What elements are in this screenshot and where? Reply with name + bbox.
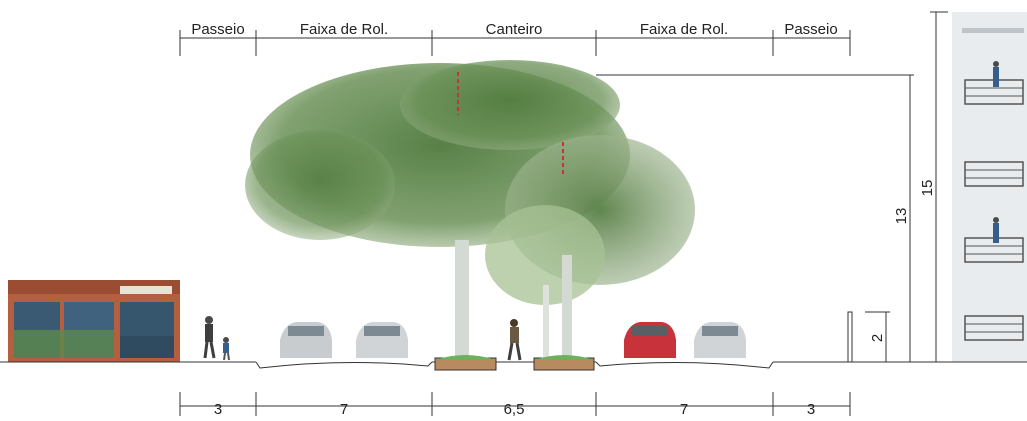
- storefront-icon: [8, 280, 180, 362]
- tree-height-label: 13: [893, 208, 910, 225]
- wall-height-label: 2: [869, 334, 886, 342]
- width-label-canteiro: 6,5: [504, 401, 525, 418]
- section-widths: 3 7 6,5 7 3: [179, 392, 851, 418]
- building-height-dimension: 15: [919, 11, 948, 362]
- section-label-faixa-left: Faixa de Rol.: [300, 21, 388, 38]
- tree-height-dimension: 13: [596, 74, 914, 362]
- section-label-faixa-right: Faixa de Rol.: [640, 21, 728, 38]
- wall-icon: 2: [847, 311, 890, 363]
- building-with-balconies-icon: [952, 12, 1027, 362]
- width-label-faixa-left: 7: [340, 401, 348, 418]
- width-label-passeio-left: 3: [214, 401, 222, 418]
- ground-profile: [0, 361, 1027, 369]
- car-icon: [280, 322, 746, 358]
- section-header: Passeio Faixa de Rol. Canteiro Faixa de …: [179, 21, 851, 56]
- section-label-passeio-right: Passeio: [784, 21, 837, 38]
- section-label-passeio-left: Passeio: [191, 21, 244, 38]
- tree-icon: [245, 60, 695, 360]
- width-label-passeio-right: 3: [807, 401, 815, 418]
- planter: [434, 355, 595, 371]
- section-label-canteiro: Canteiro: [486, 21, 543, 38]
- width-label-faixa-right: 7: [680, 401, 688, 418]
- pedestrian-icon: [203, 316, 230, 361]
- pedestrian-icon: [507, 319, 522, 361]
- building-height-label: 15: [919, 180, 936, 197]
